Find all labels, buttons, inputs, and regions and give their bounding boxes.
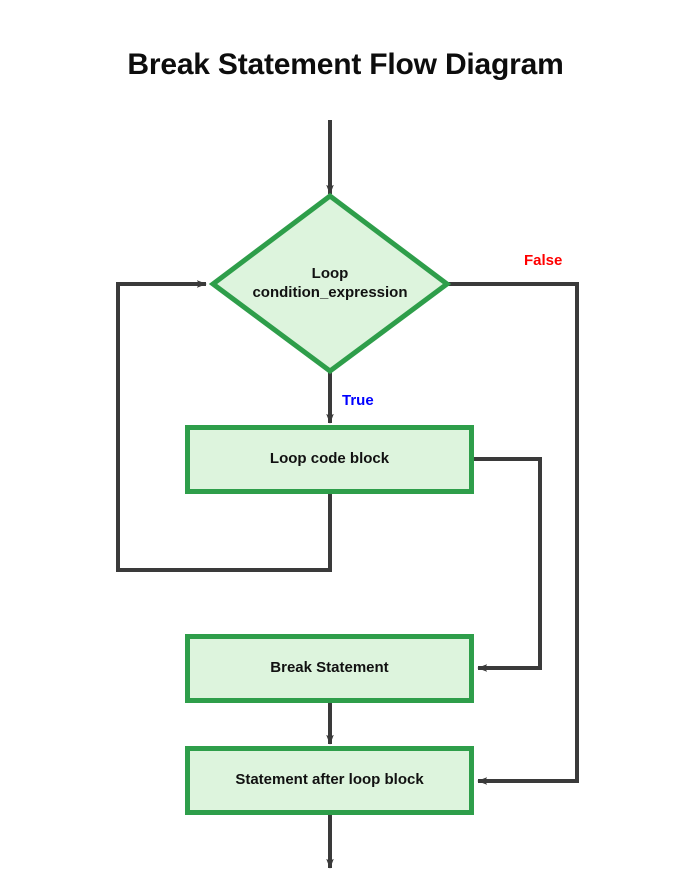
node-break-statement-shape[interactable] [185,634,474,703]
edge-condition-false-to-statement-after [447,282,579,785]
edge-label-true: True [342,392,374,409]
edge-loop-block-to-break [474,457,542,672]
edge-loop-block-back-to-condition [116,280,332,572]
node-condition-diamond[interactable] [208,192,452,375]
page-title: Break Statement Flow Diagram [127,48,564,81]
edge-label-false: False [524,252,563,269]
node-loop-code-block-shape[interactable] [185,425,474,494]
node-statement-after-loop-shape[interactable] [185,746,474,815]
